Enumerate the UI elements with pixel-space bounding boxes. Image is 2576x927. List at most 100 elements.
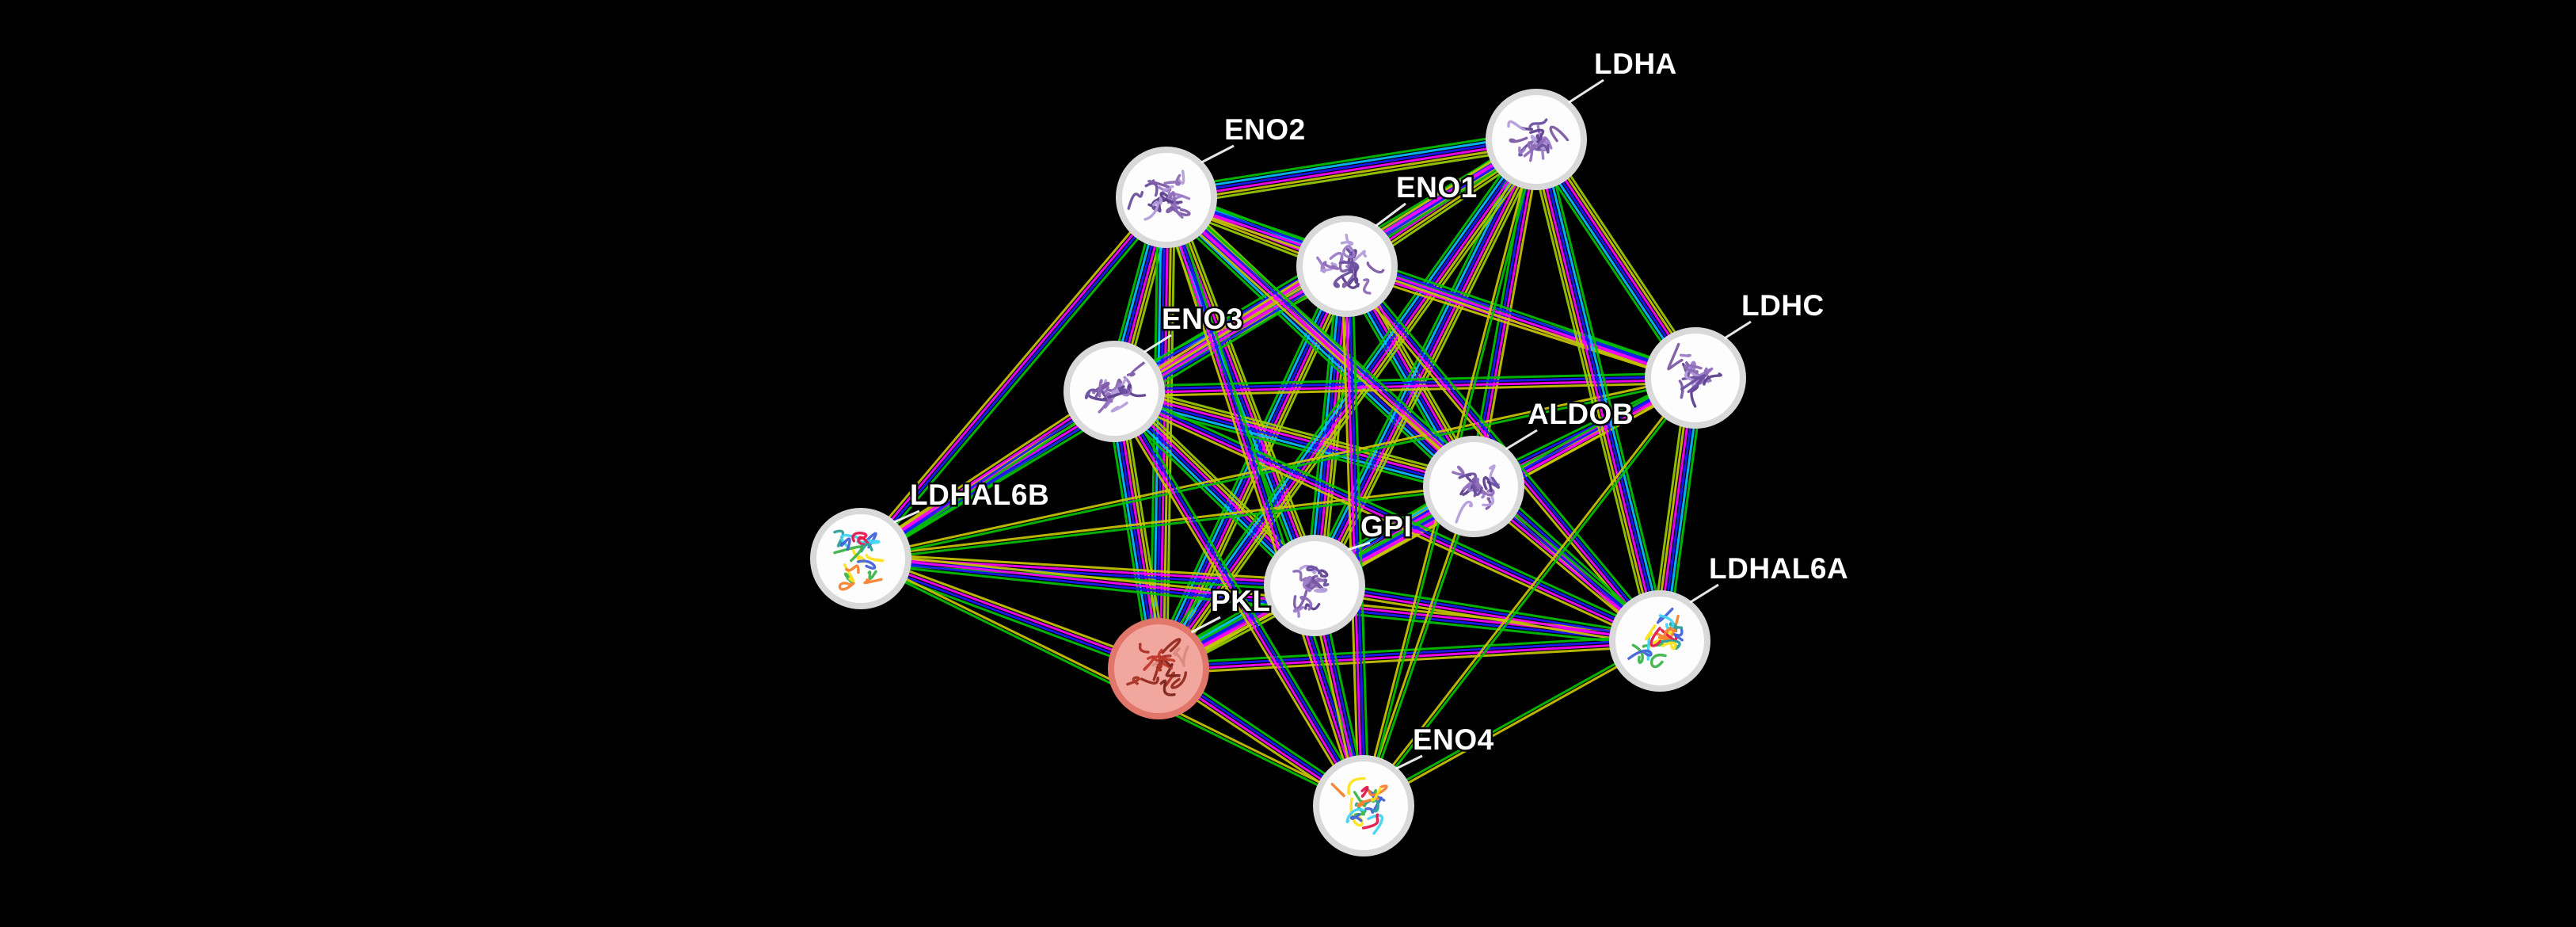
node-label-LDHAL6B[interactable]: LDHAL6B [908, 477, 1052, 513]
edge-line [862, 395, 1118, 564]
edge-line [1166, 195, 1476, 486]
node-label-PKL[interactable]: PKL [1209, 583, 1273, 620]
edge-line [1117, 387, 1369, 804]
edge-line [1166, 136, 1536, 197]
edge-line [860, 559, 1660, 644]
edge-line [1530, 140, 1657, 643]
label-leader-line [1689, 583, 1719, 604]
protein-node-ENO1[interactable] [1296, 216, 1398, 317]
protein-node-GPI[interactable] [1264, 535, 1365, 636]
edge-line [1536, 139, 1663, 641]
protein-node-ENO3[interactable] [1064, 341, 1165, 442]
node-label-ENO1[interactable]: ENO1 [1395, 170, 1479, 206]
edge-line [1165, 133, 1536, 194]
edge-line [1341, 266, 1360, 807]
protein-node-LDHA[interactable] [1486, 89, 1587, 190]
edge-bundle-LDHAL6B-ALDOB[interactable] [860, 483, 1474, 562]
edge-line [1166, 143, 1538, 204]
protein-structure-thumbnail [1330, 776, 1388, 835]
edge-line [860, 483, 1474, 559]
node-label-ENO2[interactable]: ENO2 [1223, 112, 1307, 148]
edge-line [1165, 197, 1695, 381]
edge-line [863, 200, 1171, 563]
edge-line [1314, 586, 1660, 644]
edge-line [861, 197, 1169, 561]
edge-line [1165, 130, 1535, 191]
edge-line [1111, 391, 1364, 807]
protein-structure-thumbnail [833, 529, 885, 591]
protein-structure-thumbnail [1084, 360, 1147, 414]
edge-line [1160, 381, 1699, 674]
edge-line [1313, 589, 1660, 647]
edge-bundle-LDHAL6A-ENO4[interactable] [1362, 638, 1661, 809]
edge-line [1350, 265, 1370, 806]
edge-bundle-LDHAL6B-LDHC[interactable] [860, 375, 1696, 562]
edge-line [1115, 385, 1475, 483]
edge-bundle-LDHAL6B-ENO2[interactable] [856, 193, 1171, 563]
edge-line [858, 562, 1158, 675]
protein-node-ALDOB[interactable] [1423, 436, 1524, 537]
label-leader-line [1568, 78, 1604, 104]
protein-node-LDHAL6B[interactable] [810, 508, 911, 609]
edge-bundle-LDHC-ENO2[interactable] [1164, 191, 1698, 384]
edge-line [1111, 395, 1659, 647]
node-layer [810, 89, 1746, 856]
label-leader-line [1505, 429, 1538, 451]
edge-line [1315, 582, 1661, 641]
protein-node-ENO2[interactable] [1116, 147, 1217, 248]
edge-bundle-LDHAL6A-GPI[interactable] [1313, 579, 1661, 647]
edge-line [859, 559, 1159, 672]
protein-structure-thumbnail [1126, 638, 1189, 696]
edge-line [1364, 486, 1477, 807]
edge-bundle-LDHAL6B-PKL[interactable] [858, 552, 1161, 675]
edge-line [1167, 146, 1538, 207]
edge-line [1539, 138, 1666, 640]
protein-node-PKL[interactable] [1108, 618, 1209, 719]
edge-bundle-LDHA-ENO2[interactable] [1165, 130, 1538, 207]
edge-line [1166, 139, 1537, 200]
edge-bundle-ENO4-ENO1[interactable] [1341, 265, 1370, 807]
protein-node-LDHAL6A[interactable] [1609, 590, 1710, 692]
node-label-LDHAL6A[interactable]: LDHAL6A [1707, 551, 1851, 587]
protein-node-LDHC[interactable] [1645, 327, 1746, 429]
edge-line [857, 386, 1113, 555]
node-label-ENO3[interactable]: ENO3 [1160, 301, 1245, 338]
edge-line [1160, 198, 1360, 808]
edge-line [856, 193, 1164, 556]
node-label-LDHC[interactable]: LDHC [1740, 288, 1826, 324]
edge-bundle-ENO4-ENO3[interactable] [1109, 387, 1369, 810]
protein-node-ENO4[interactable] [1313, 755, 1414, 856]
edge-line [1163, 197, 1364, 807]
label-leader-line [1375, 202, 1406, 227]
protein-structure-thumbnail [1627, 607, 1684, 669]
protein-structure-thumbnail [1292, 564, 1330, 618]
edge-line [1171, 190, 1481, 482]
node-label-GPI[interactable]: GPI [1359, 509, 1414, 545]
edge-line [1173, 193, 1324, 583]
edge-bundle-LDHAL6A-LDHA[interactable] [1527, 137, 1669, 643]
edge-bundle-LDHAL6A-ENO3[interactable] [1111, 385, 1663, 647]
edge-line [1114, 388, 1661, 641]
protein-structure-thumbnail [1127, 170, 1191, 221]
protein-structure-thumbnail [1316, 234, 1385, 295]
edge-line [1362, 638, 1660, 806]
edge-line [1167, 191, 1698, 375]
edge-line [1364, 641, 1661, 809]
label-leader-line [1200, 144, 1235, 164]
edge-line [1533, 139, 1660, 642]
edge-line [1159, 202, 1469, 494]
node-label-ENO4[interactable]: ENO4 [1411, 722, 1496, 758]
edge-bundle-ENO4-LDHC[interactable] [1361, 376, 1698, 808]
edge-line [1158, 638, 1660, 669]
edge-line [1364, 378, 1698, 808]
edge-bundle-LDHAL6A-PKL[interactable] [1158, 635, 1661, 675]
node-label-ALDOB[interactable]: ALDOB [1526, 396, 1636, 433]
edge-line [1109, 393, 1360, 810]
edge-line [1361, 376, 1695, 806]
label-leader-line [1723, 320, 1752, 340]
node-label-LDHA[interactable]: LDHA [1592, 46, 1679, 82]
protein-structure-thumbnail [1667, 342, 1722, 408]
